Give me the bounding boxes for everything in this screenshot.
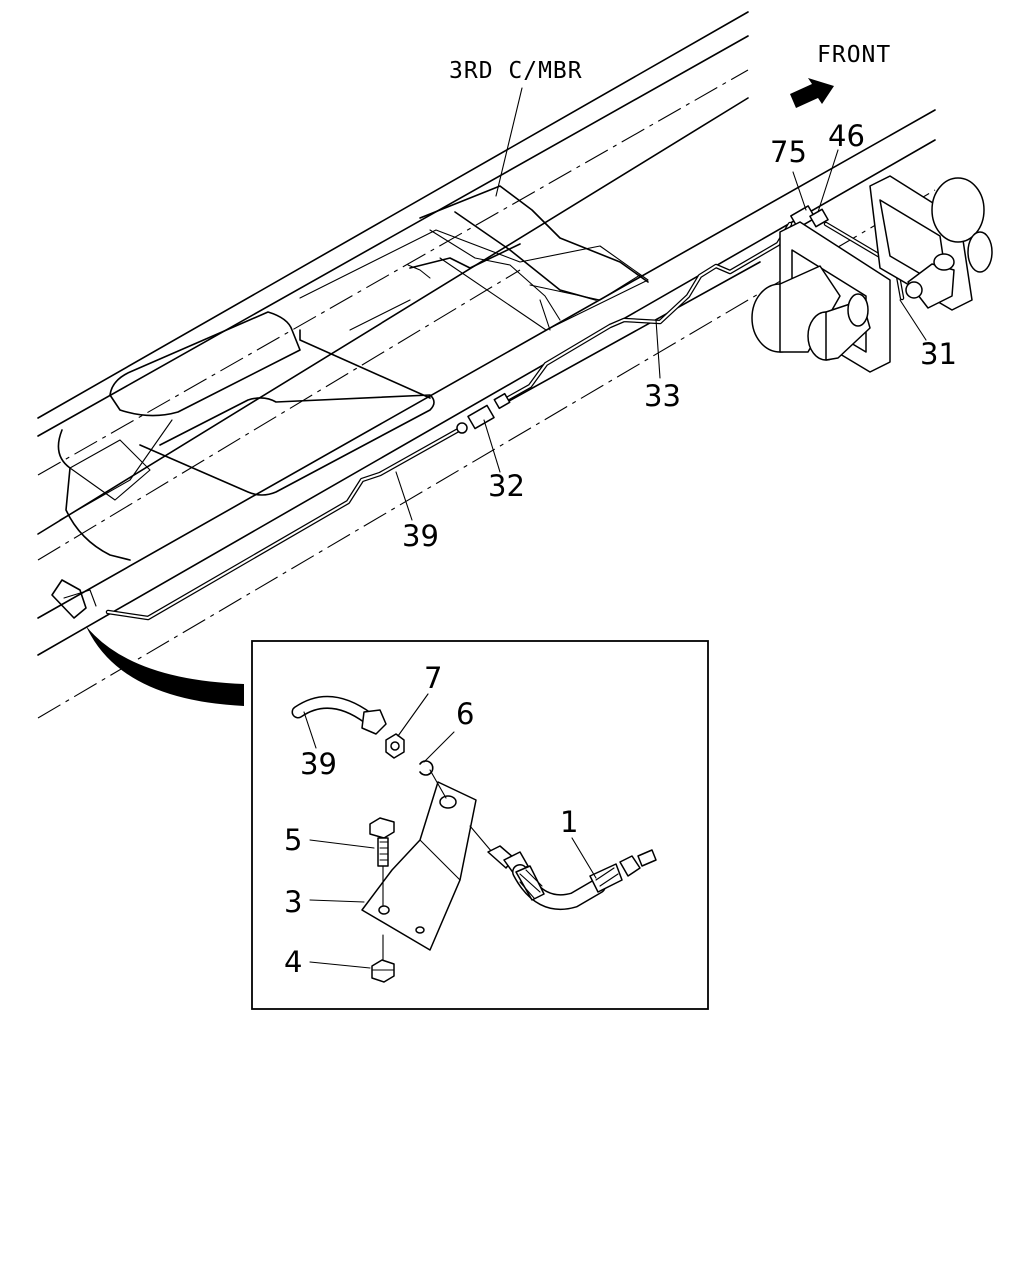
air-tanks	[751, 175, 993, 373]
detail-nut-7	[385, 693, 429, 759]
detail-pipe-39	[291, 695, 387, 749]
callout-32: 32	[488, 469, 525, 503]
detail-washer-6	[419, 731, 455, 776]
detail-callout-4: 4	[284, 945, 302, 979]
callout-46: 46	[828, 119, 865, 153]
detail-callout-3: 3	[284, 885, 302, 919]
detail-callout-39: 39	[300, 747, 337, 781]
callout-75: 75	[770, 135, 807, 169]
detail-callout-1: 1	[560, 805, 578, 839]
detail-callout-5: 5	[284, 823, 302, 857]
callout-31: 31	[920, 337, 957, 371]
leader-lines	[395, 87, 927, 521]
detail-hose-1	[487, 837, 657, 911]
detail-callout-7: 7	[424, 661, 442, 695]
frame-rails	[37, 11, 936, 719]
member-label: 3RD C/MBR	[449, 58, 583, 84]
detail-bracket-3	[361, 769, 493, 951]
detail-callout-6: 6	[456, 697, 474, 731]
detail-nut-4	[309, 934, 395, 983]
detail-frame	[251, 640, 709, 1010]
front-arrow-icon	[790, 78, 834, 108]
cross-members	[57, 185, 649, 561]
brake-pipe	[51, 221, 793, 621]
front-label: FRONT	[817, 42, 891, 68]
detail-pointer	[86, 626, 244, 706]
labels: FRONT 3RD C/MBR 75 46 31 33 32 39 39 7 6…	[284, 42, 957, 979]
callout-39: 39	[402, 519, 439, 553]
detail-bolt-5	[309, 817, 395, 906]
callout-33: 33	[644, 379, 681, 413]
